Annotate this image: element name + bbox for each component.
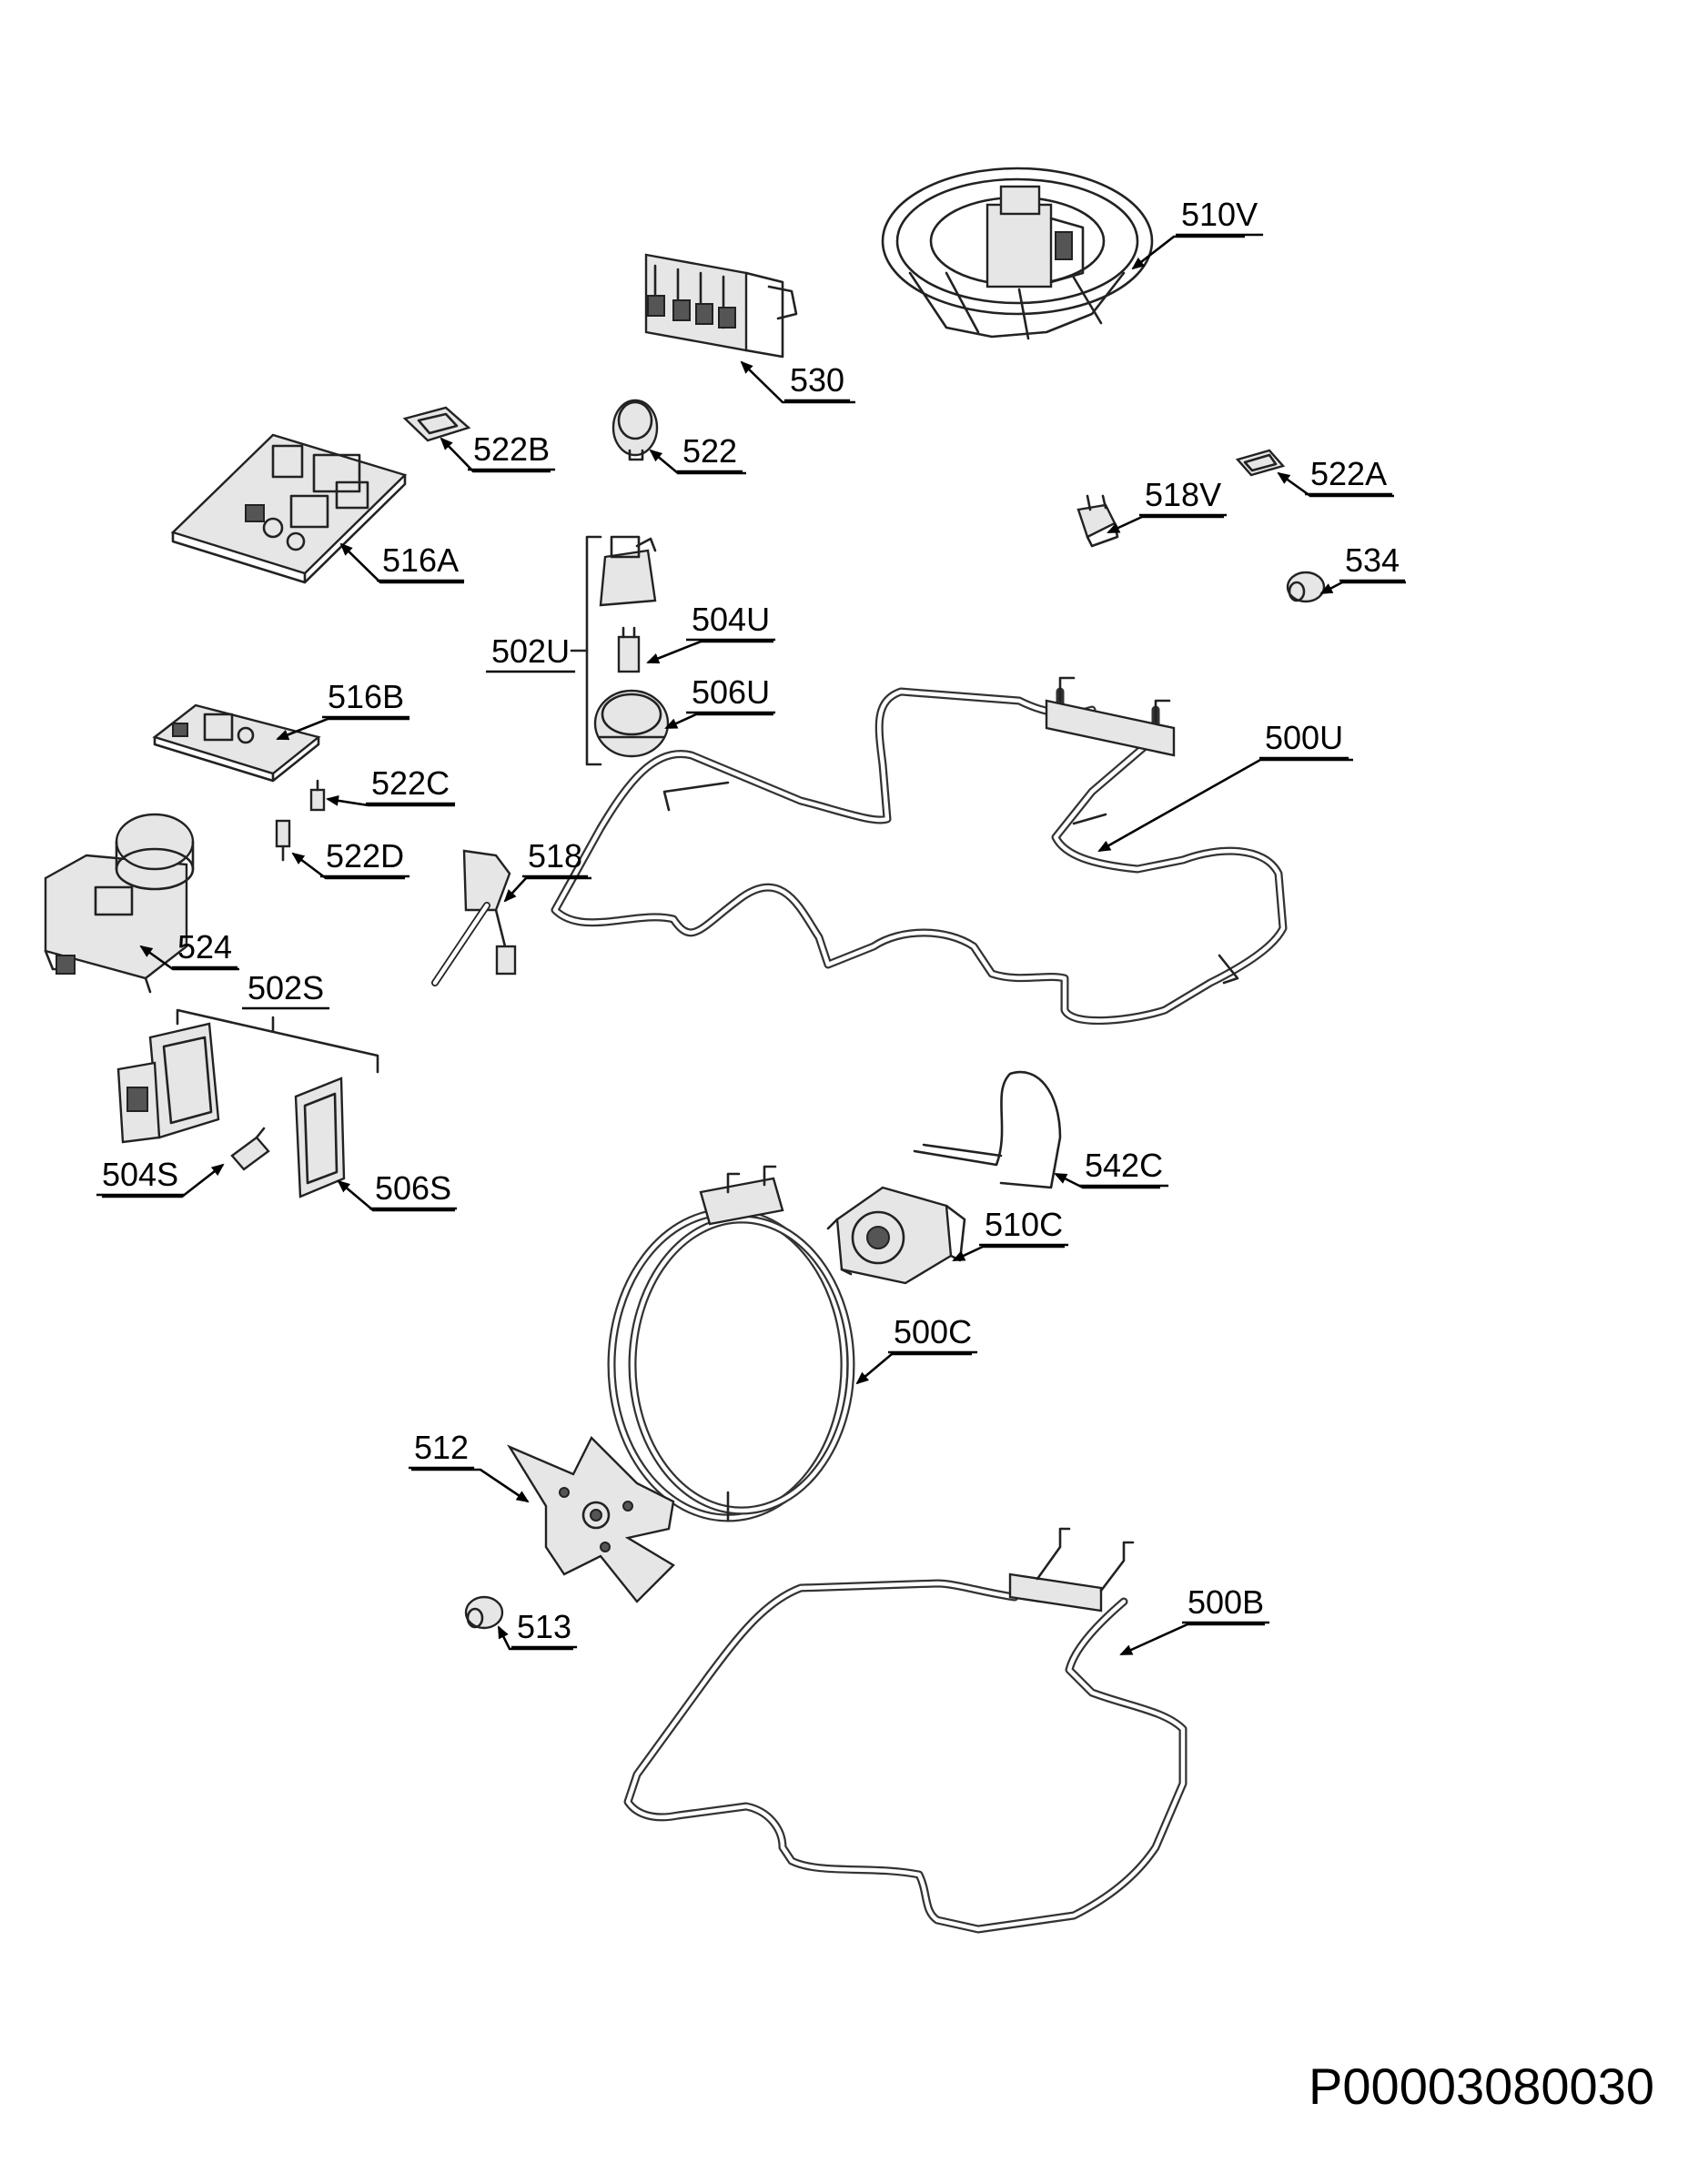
part-506S-lamp-glass[interactable]: [294, 1077, 346, 1198]
label-504S[interactable]: 504S: [102, 1156, 178, 1193]
part-500B-lower-element[interactable]: [623, 1527, 1188, 1934]
label-510V[interactable]: 510V: [1181, 196, 1258, 233]
label-502U[interactable]: 502U: [491, 632, 570, 670]
label-516A[interactable]: 516A: [382, 541, 459, 579]
part-530-terminal-block[interactable]: [644, 253, 798, 359]
label-502S[interactable]: 502S: [248, 969, 324, 1006]
part-504U-bulb[interactable]: [617, 626, 641, 673]
label-512[interactable]: 512: [414, 1429, 469, 1466]
label-530[interactable]: 530: [790, 361, 844, 399]
label-500U[interactable]: 500U: [1265, 719, 1343, 756]
part-504S-bulb[interactable]: [230, 1127, 270, 1171]
part-524-door-lock[interactable]: [44, 813, 195, 994]
leader-lines: [102, 235, 1406, 1656]
label-534[interactable]: 534: [1345, 541, 1400, 579]
part-522A-clip[interactable]: [1235, 449, 1286, 477]
part-518-sensor-probe[interactable]: [431, 849, 517, 986]
part-522C-pin[interactable]: [309, 779, 326, 812]
part-522B-clip[interactable]: [402, 406, 471, 442]
label-500C[interactable]: 500C: [894, 1313, 972, 1350]
label-522B[interactable]: 522B: [473, 430, 550, 468]
label-522D[interactable]: 522D: [326, 837, 404, 875]
label-506U[interactable]: 506U: [692, 673, 770, 711]
part-500U-upper-element[interactable]: [551, 676, 1288, 1026]
label-504U[interactable]: 504U: [692, 601, 770, 638]
label-522A[interactable]: 522A: [1310, 455, 1387, 492]
label-518[interactable]: 518: [528, 837, 582, 875]
part-502U-lamp-holder[interactable]: [599, 535, 657, 607]
part-542C-clip[interactable]: [913, 1070, 1062, 1189]
part-516B-board[interactable]: [152, 703, 321, 783]
label-513[interactable]: 513: [517, 1608, 571, 1645]
part-512-fan-blade[interactable]: [506, 1435, 675, 1603]
label-524[interactable]: 524: [177, 928, 232, 966]
part-516A-main-board[interactable]: [170, 433, 408, 584]
part-522-thermostat[interactable]: [611, 399, 659, 461]
part-506U-lamp-glass[interactable]: [593, 689, 670, 758]
label-522C[interactable]: 522C: [371, 764, 450, 802]
label-516B[interactable]: 516B: [328, 678, 404, 715]
label-510C[interactable]: 510C: [985, 1206, 1063, 1243]
label-542C[interactable]: 542C: [1085, 1147, 1163, 1184]
part-534-cap[interactable]: [1286, 571, 1326, 603]
part-502S-bracket: [176, 1008, 379, 1074]
part-510C-motor[interactable]: [826, 1186, 966, 1285]
part-510V-fan-motor[interactable]: [881, 167, 1154, 340]
part-513-nut[interactable]: [464, 1595, 504, 1630]
part-500C-circular-element[interactable]: [607, 1165, 855, 1522]
label-500B[interactable]: 500B: [1188, 1583, 1264, 1621]
part-522D-pin[interactable]: [275, 819, 291, 862]
part-502U-bracket: [570, 535, 602, 766]
label-518V[interactable]: 518V: [1145, 476, 1221, 513]
document-id: P00003080030: [1309, 2058, 1654, 2115]
label-506S[interactable]: 506S: [375, 1169, 451, 1207]
part-518V-sensor-bracket[interactable]: [1076, 494, 1119, 548]
label-522[interactable]: 522: [682, 432, 737, 470]
part-labels: 510V 530 522B 522 516A 522A 518V 534 502…: [96, 196, 1406, 1649]
part-502S-lamp-housing[interactable]: [116, 1022, 220, 1144]
